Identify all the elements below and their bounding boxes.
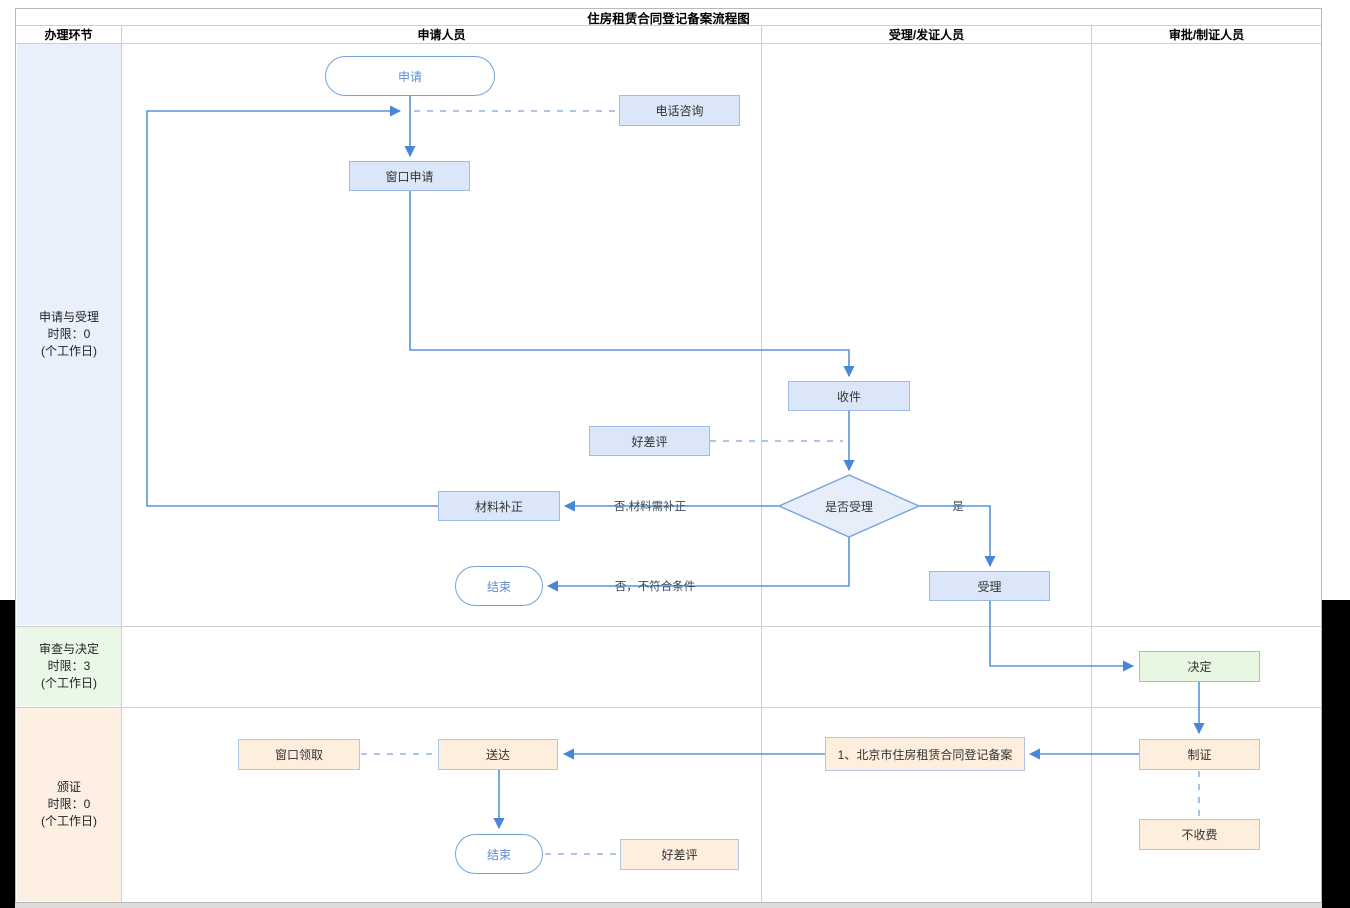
title-divider — [16, 25, 1321, 26]
lane-limit: 时限：3 — [47, 659, 91, 673]
col-divider-3 — [1091, 26, 1092, 902]
lane-unit: (个工作日) — [41, 814, 97, 828]
lane-unit: (个工作日) — [41, 344, 97, 358]
lane-issue-cert: 颁证 时限：0 (个工作日) — [17, 708, 121, 901]
row-divider-2 — [16, 707, 1321, 708]
lane-limit: 时限：0 — [47, 797, 91, 811]
col-divider-1 — [121, 26, 122, 902]
page-title: 住房租赁合同登记备案流程图 — [587, 11, 750, 26]
header-divider — [16, 43, 1321, 44]
lane-title: 审查与决定 — [38, 642, 99, 656]
canvas-bottom-strip — [15, 903, 1322, 908]
row-divider-1 — [16, 626, 1321, 627]
canvas-background-left — [0, 600, 15, 908]
lane-title: 颁证 — [56, 780, 81, 794]
lane-apply-accept: 申请与受理 时限：0 (个工作日) — [17, 44, 121, 625]
canvas-background-right — [1322, 600, 1350, 908]
column-header-acceptor: 受理/发证人员 — [888, 28, 965, 42]
lane-limit: 时限：0 — [47, 327, 91, 341]
lane-unit: (个工作日) — [41, 676, 97, 690]
lane-title: 申请与受理 — [38, 310, 99, 324]
column-header-applicant: 申请人员 — [417, 28, 466, 42]
column-header-approver: 审批/制证人员 — [1168, 28, 1245, 42]
flowchart-page: 住房租赁合同登记备案流程图 办理环节 申请人员 受理/发证人员 审批/制证人员 … — [15, 8, 1322, 903]
column-header-steps: 办理环节 — [44, 28, 93, 42]
lane-review-decide: 审查与决定 时限：3 (个工作日) — [17, 627, 121, 706]
col-divider-2 — [761, 26, 762, 902]
